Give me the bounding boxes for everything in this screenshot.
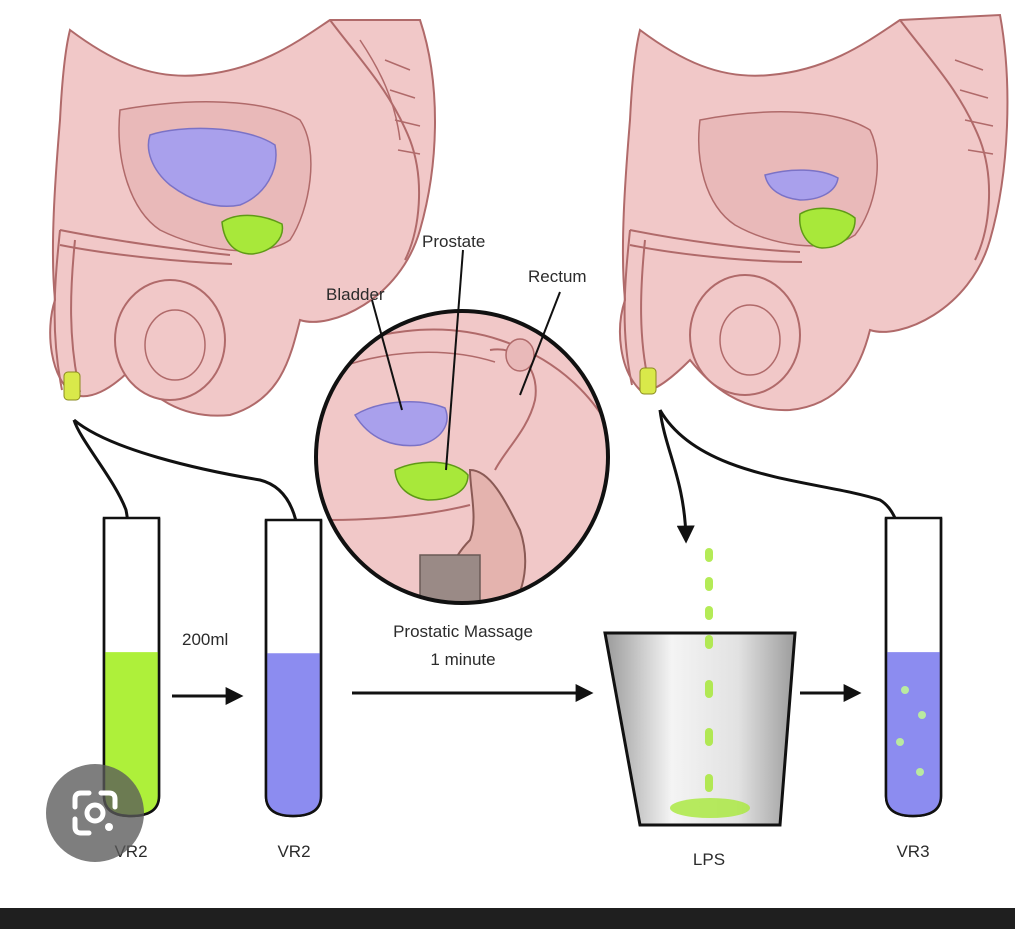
volume-label: 200ml <box>182 630 228 649</box>
google-lens-button[interactable] <box>46 764 144 862</box>
tube-3-label: VR3 <box>896 842 929 861</box>
left-prostate <box>221 214 284 255</box>
tube-2-label: VR2 <box>277 842 310 861</box>
google-lens-icon <box>72 790 118 836</box>
right-anatomy-illustration <box>619 13 1009 412</box>
tube-3-particle <box>918 711 926 719</box>
tube-2-fill <box>266 653 321 816</box>
right-prostate <box>799 207 856 249</box>
right-bladder <box>764 169 839 201</box>
left-bladder <box>147 127 277 207</box>
cup-label: LPS <box>693 850 725 869</box>
prostate-label: Prostate <box>422 232 485 251</box>
glove <box>419 554 481 603</box>
left-urethral-meatus <box>63 371 81 401</box>
lens-border <box>314 309 610 605</box>
lens-bladder <box>353 401 448 447</box>
rectum-label: Rectum <box>528 267 587 286</box>
collection-cup <box>603 548 797 827</box>
rectum-leader-line <box>519 291 561 396</box>
left-anatomy-illustration <box>49 19 436 417</box>
massage-label-line1: Prostatic Massage <box>393 622 533 641</box>
tube-3-particle <box>916 768 924 776</box>
arrow-to-cup <box>658 409 695 544</box>
magnified-detail-lens <box>314 309 610 605</box>
bladder-leader-line <box>371 299 403 411</box>
tube-3-particle <box>896 738 904 746</box>
massage-label-line2: 1 minute <box>430 650 495 669</box>
cup-contents <box>670 798 750 818</box>
tube-3-particle <box>901 686 909 694</box>
lens-prostate <box>394 461 469 501</box>
prostatic-drops <box>705 548 713 792</box>
right-urethral-meatus <box>639 367 657 395</box>
tube-2 <box>264 518 323 818</box>
left-testis <box>114 279 226 401</box>
tube-3 <box>884 516 943 818</box>
arrow-to-tube-3 <box>658 409 914 619</box>
bladder-label: Bladder <box>326 285 385 304</box>
bottom-bar <box>0 908 1015 929</box>
prostate-leader-line <box>445 249 464 471</box>
right-testis <box>689 274 801 396</box>
tube-3-fill <box>886 652 941 816</box>
